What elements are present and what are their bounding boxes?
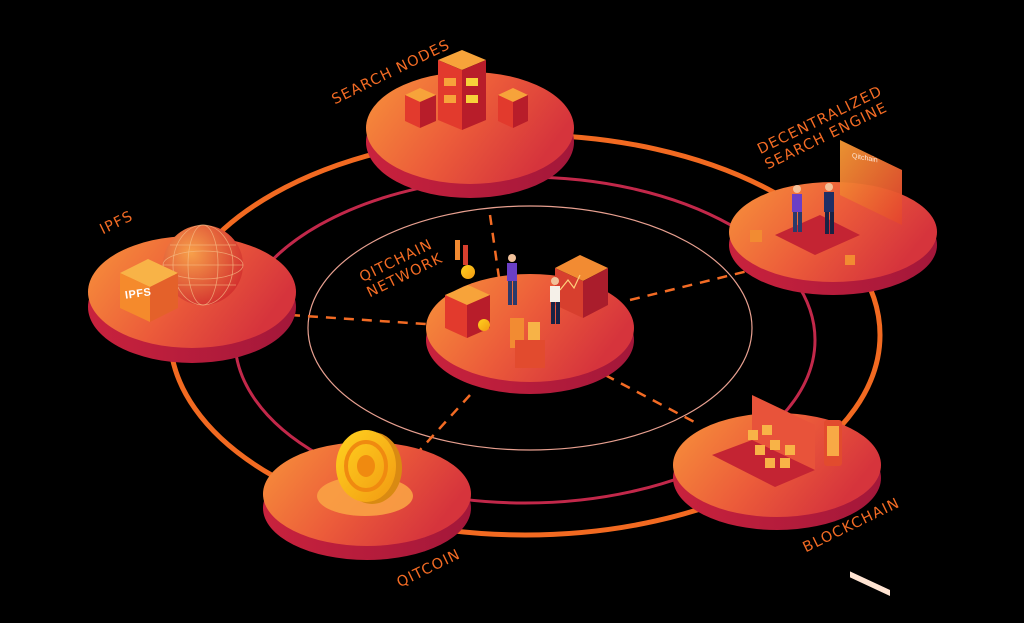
person-icon — [824, 183, 834, 234]
person-icon — [792, 185, 802, 232]
laptop-icon — [712, 395, 815, 487]
cube-icon — [120, 259, 178, 322]
coin-icon — [336, 430, 402, 504]
person-icon — [550, 277, 560, 324]
search-engine-disc — [729, 140, 937, 597]
inner-orbit-ring — [307, 205, 753, 451]
network-disc — [426, 240, 634, 394]
server-blocks-icon — [405, 50, 528, 130]
search-nodes-disc — [366, 50, 574, 198]
coin-icon — [461, 265, 490, 331]
data-box — [445, 285, 490, 338]
server-blocks-icon — [510, 318, 545, 368]
floating-bars — [455, 240, 460, 260]
ipfs-disc — [88, 224, 296, 363]
connector-lines — [289, 214, 761, 451]
floating-bars — [463, 245, 468, 265]
stage-platform — [775, 215, 860, 255]
qitcoin-disc — [263, 430, 471, 560]
screen-icon — [555, 255, 608, 318]
screen-icon — [840, 140, 902, 597]
blockchain-disc — [673, 395, 881, 530]
globe-icon — [162, 224, 244, 306]
person-icon — [507, 254, 517, 305]
small-cube — [750, 230, 762, 242]
phone-icon — [824, 420, 842, 466]
small-cube — [845, 255, 855, 265]
